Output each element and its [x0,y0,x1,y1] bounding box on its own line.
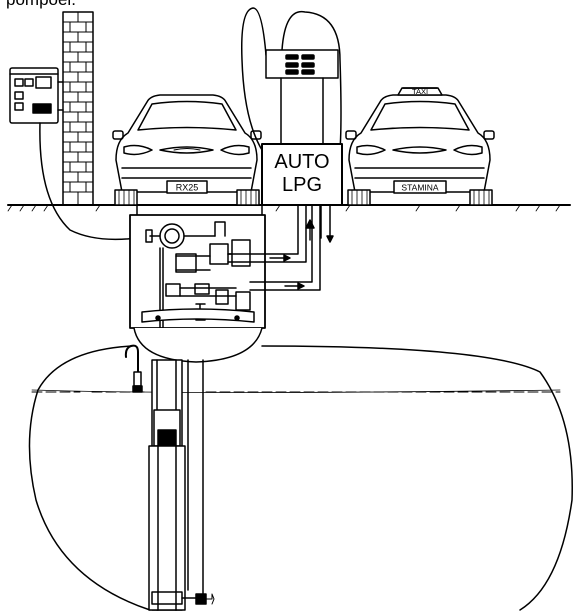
car-left [112,94,262,206]
brick-wall [62,11,94,206]
caption-text: pompoel. [6,0,76,10]
valve-chamber [129,205,266,331]
supply-pipes [227,205,334,291]
lpg-dispenser [261,49,343,206]
dispenser-label-line1: AUTO [274,151,329,173]
plate-right: STAMINA [401,183,438,193]
car-right [345,87,495,206]
dispenser-label-line2: LPG [282,174,322,196]
control-box [9,67,64,124]
dispenser-hoses [240,7,342,151]
plate-left: RX25 [176,183,199,193]
lpg-storage-tank [28,345,573,611]
control-cable [39,122,151,241]
taxi-sign: TAXI [412,87,428,96]
tank-dome [133,327,263,363]
submersible-pump [124,344,215,611]
